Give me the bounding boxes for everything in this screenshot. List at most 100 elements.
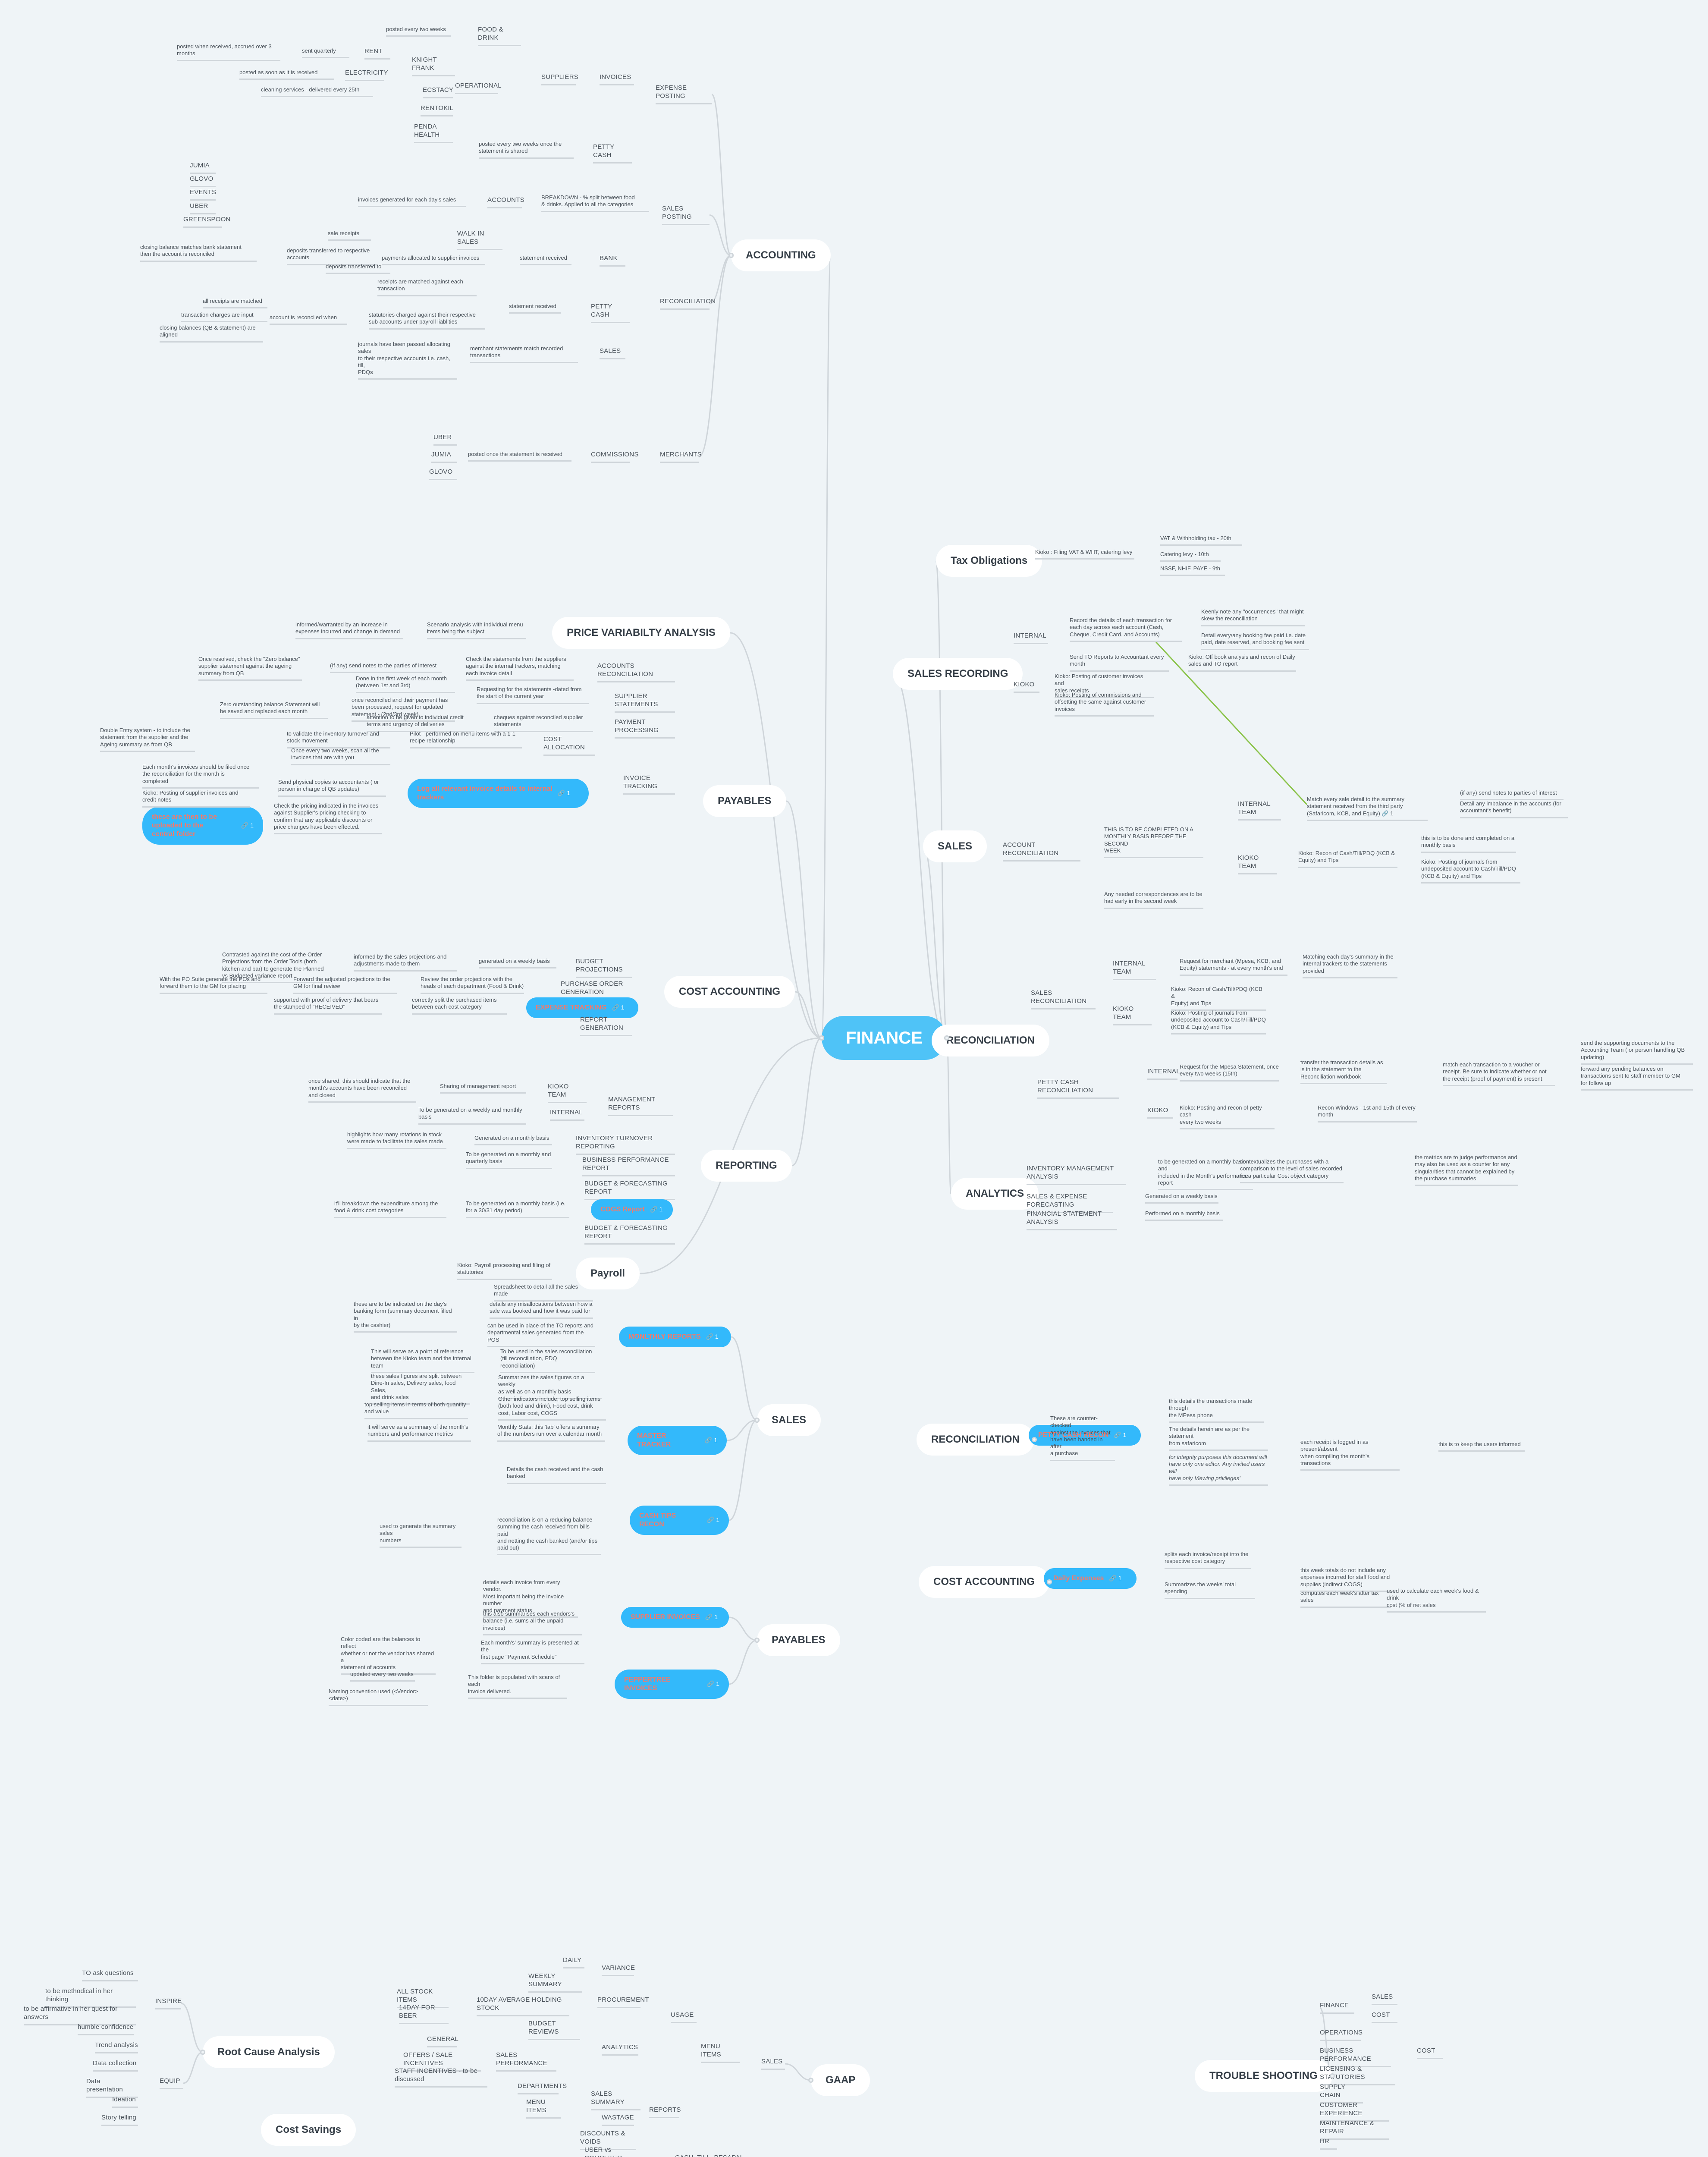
node-pilot[interactable]: Pilot - performed on menu items with a 1…: [410, 730, 522, 748]
node-ts-hr[interactable]: HR: [1320, 2138, 1337, 2150]
node-usage[interactable]: USAGE: [671, 2011, 697, 2023]
node-send-notes[interactable]: (if any) send notes to parties of intere…: [1460, 789, 1564, 801]
node-closing-qb[interactable]: closing balances (QB & statement) are al…: [160, 324, 263, 343]
node-tax-obligations[interactable]: Tax Obligations: [936, 545, 1042, 577]
node-send-to-reports[interactable]: Send TO Reports to Accountant every mont…: [1070, 654, 1169, 672]
node-kioko-recon-cash[interactable]: Kioko: Recon of Cash/Till/PDQ (KCB & Equ…: [1298, 850, 1397, 868]
node-price-variability[interactable]: PRICE VARIABILTY ANALYSIS: [552, 617, 730, 649]
node-sales-posting[interactable]: SALES POSTING: [662, 205, 710, 225]
node-month-summary[interactable]: it will serve as a summary of the month'…: [367, 1424, 471, 1442]
node-integrity[interactable]: for integrity purposes this document wil…: [1169, 1454, 1268, 1486]
node-sales-l2[interactable]: SALES: [757, 1404, 821, 1436]
node-deposits-to[interactable]: deposits transferred to: [326, 263, 390, 274]
node-summarises-vendor[interactable]: this also summarises each vendors's bala…: [483, 1610, 582, 1635]
link-icon[interactable]: 🔗 1: [557, 789, 570, 797]
node-payment-processing[interactable]: PAYMENT PROCESSING: [615, 718, 675, 739]
node-expense-posting[interactable]: EXPENSE POSTING: [656, 84, 712, 104]
node-naming-convention[interactable]: Naming convention used (<Vendor><date>): [329, 1688, 428, 1706]
node-walk-in[interactable]: WALK IN SALES: [457, 230, 502, 250]
node-payments-allocated[interactable]: payments allocated to supplier invoices: [382, 255, 485, 266]
node-reconciliation-a[interactable]: RECONCILIATION: [660, 298, 716, 310]
node-rent-sent[interactable]: sent quarterly: [302, 47, 349, 59]
node-contrasted[interactable]: Contrasted against the cost of the Order…: [222, 951, 330, 983]
node-nssf[interactable]: NSSF, NHIF, PAYE - 9th: [1160, 565, 1225, 576]
node-kioko-pc[interactable]: KIOKO: [1147, 1107, 1173, 1119]
node-updated-two-weeks[interactable]: updated every two weeks: [350, 1671, 415, 1682]
collapse-toggle[interactable]: [1032, 1437, 1037, 1442]
node-cash-tips-recon[interactable]: CASH TIPS RECON🔗 1: [630, 1506, 729, 1535]
node-cost-allocation[interactable]: COST ALLOCATION: [543, 736, 595, 756]
node-performed-monthly[interactable]: Performed on a monthly basis: [1145, 1210, 1223, 1221]
node-cash-till[interactable]: CASH, TILL, PESAPAL, EQUITY: [675, 2154, 759, 2157]
collapse-toggle[interactable]: [944, 1035, 949, 1041]
node-validate[interactable]: to validate the inventory turnover and s…: [287, 730, 390, 748]
node-accounting[interactable]: ACCOUNTING: [731, 239, 831, 271]
node-summarizes-weeks[interactable]: Summarizes the weeks' total spending: [1165, 1581, 1255, 1599]
node-ideation[interactable]: Ideation: [112, 2096, 138, 2108]
node-rent-note[interactable]: posted when received, accrued over 3 mon…: [177, 43, 280, 61]
node-supplier-invoices[interactable]: SUPPLIER INVOICES🔗 1: [621, 1607, 729, 1628]
node-detail-imbalance[interactable]: Detail any imbalance in the accounts (fo…: [1460, 800, 1568, 818]
node-sales-recording[interactable]: SALES RECORDING: [893, 658, 1023, 690]
node-inventory-mgmt[interactable]: INVENTORY MANAGEMENT ANALYSIS: [1027, 1165, 1126, 1185]
node-log-invoices[interactable]: Log all relevant invoice details to inte…: [408, 779, 589, 808]
node-first-week[interactable]: Done in the first week of each month (be…: [356, 675, 455, 693]
node-penda-health[interactable]: PENDA HEALTH: [414, 123, 453, 143]
node-invoice-tracking[interactable]: INVOICE TRACKING: [623, 774, 675, 795]
node-forward-adjusted[interactable]: Forward the adjusted projections to the …: [293, 976, 397, 994]
node-figures-split[interactable]: these sales figures are split between Di…: [371, 1373, 470, 1405]
node-catering-levy[interactable]: Catering levy - 10th: [1160, 551, 1221, 562]
node-highlights-rotations[interactable]: highlights how many rotations in stock w…: [347, 1131, 446, 1149]
node-check-pricing[interactable]: Check the pricing indicated in the invoi…: [274, 802, 382, 834]
node-keep-informed[interactable]: this is to keep the users informed: [1438, 1441, 1525, 1452]
node-staff-incentives[interactable]: STAFF INCENTIVES - to be discussed: [395, 2067, 487, 2088]
node-budget-reviews[interactable]: BUDGET REVIEWS: [528, 2020, 580, 2040]
node-internal-pc[interactable]: INTERNAL: [1147, 1068, 1180, 1080]
node-cost-accounting-r[interactable]: COST ACCOUNTING: [919, 1566, 1050, 1598]
node-knight-frank[interactable]: KNIGHT FRANK: [412, 56, 455, 76]
node-discounts-voids[interactable]: DISCOUNTS & VOIDS: [580, 2130, 636, 2150]
collapse-toggle[interactable]: [200, 2050, 205, 2055]
node-kioko-sr[interactable]: KIOKO: [1014, 681, 1039, 693]
node-reporting-l[interactable]: REPORTING: [701, 1150, 792, 1182]
node-daily[interactable]: DAILY: [563, 1956, 584, 1968]
node-sales-recon-use[interactable]: To be used in the sales reconciliation (…: [500, 1348, 595, 1373]
node-zero-outstanding[interactable]: Zero outstanding balance Statement will …: [220, 701, 328, 719]
node-journals[interactable]: journals have been passed allocating sal…: [358, 341, 457, 380]
node-analytics-g[interactable]: ANALYTICS: [602, 2044, 638, 2056]
node-ts-maintenance[interactable]: MAINTENANCE & REPAIR: [1320, 2119, 1389, 2140]
node-payroll-note[interactable]: Kioko: Payroll processing and filing of …: [457, 1262, 552, 1280]
node-kioko-team-r[interactable]: KIOKO TEAM: [548, 1083, 587, 1103]
node-invoices[interactable]: INVOICES: [600, 73, 634, 85]
node-booking-fee[interactable]: Detail every/any booking fee paid i.e. d…: [1201, 632, 1309, 650]
node-expense-tracking[interactable]: EXPENSE TRACKING🔗 1: [526, 997, 638, 1018]
node-report-generation[interactable]: REPORT GENERATION: [580, 1016, 632, 1036]
node-procurement-g[interactable]: PROCUREMENT: [597, 1996, 649, 2008]
node-counter-checked[interactable]: These are counter-checked against the in…: [1050, 1415, 1115, 1461]
node-banking-form[interactable]: these are to be indicated on the day's b…: [354, 1301, 457, 1333]
node-splits-invoice[interactable]: splits each invoice/receipt into the res…: [1165, 1551, 1251, 1569]
node-top-selling[interactable]: top selling items in terms of both quant…: [364, 1401, 468, 1419]
node-uploaded-central[interactable]: these are then to be uploaded to the cen…: [142, 807, 263, 845]
node-other-indicators[interactable]: Other indicators include; top selling it…: [498, 1396, 606, 1421]
collapse-toggle[interactable]: [754, 1638, 760, 1643]
node-sales-expense-forecast[interactable]: SALES & EXPENSE FORECASTING: [1027, 1193, 1113, 1213]
node-ts-business[interactable]: BUSINESS PERFORMANCE: [1320, 2047, 1391, 2067]
node-ts-supply[interactable]: SUPPLY CHAIN: [1320, 2083, 1363, 2104]
node-inventory-turnover[interactable]: INVENTORY TURNOVER REPORTING: [576, 1135, 675, 1155]
node-rent[interactable]: RENT: [364, 47, 390, 60]
node-breakdown-expenditure[interactable]: it'll breakdown the expenditure among th…: [334, 1200, 446, 1218]
node-receipts-matched[interactable]: receipts are matched against each transa…: [377, 278, 477, 296]
node-rentokil[interactable]: RENTOKIL: [421, 104, 453, 116]
node-correctly-split[interactable]: correctly split the purchased items betw…: [412, 997, 507, 1015]
node-metrics-judge[interactable]: the metrics are to judge performance and…: [1415, 1154, 1518, 1186]
node-ts-cost[interactable]: COST: [1372, 2011, 1397, 2023]
link-icon[interactable]: 🔗 1: [705, 1613, 718, 1621]
node-monthly-30-31[interactable]: To be generated on a monthly basis (i.e.…: [466, 1200, 569, 1218]
node-operational[interactable]: OPERATIONAL: [455, 82, 502, 94]
link-icon[interactable]: 🔗 1: [650, 1206, 663, 1213]
node-story-telling[interactable]: Story telling: [101, 2114, 138, 2126]
node-tx-charges[interactable]: transaction charges are input: [181, 311, 267, 323]
node-budget-projections[interactable]: BUDGET PROJECTIONS: [576, 958, 632, 978]
node-electricity-note[interactable]: posted as soon as it is received: [239, 69, 334, 80]
